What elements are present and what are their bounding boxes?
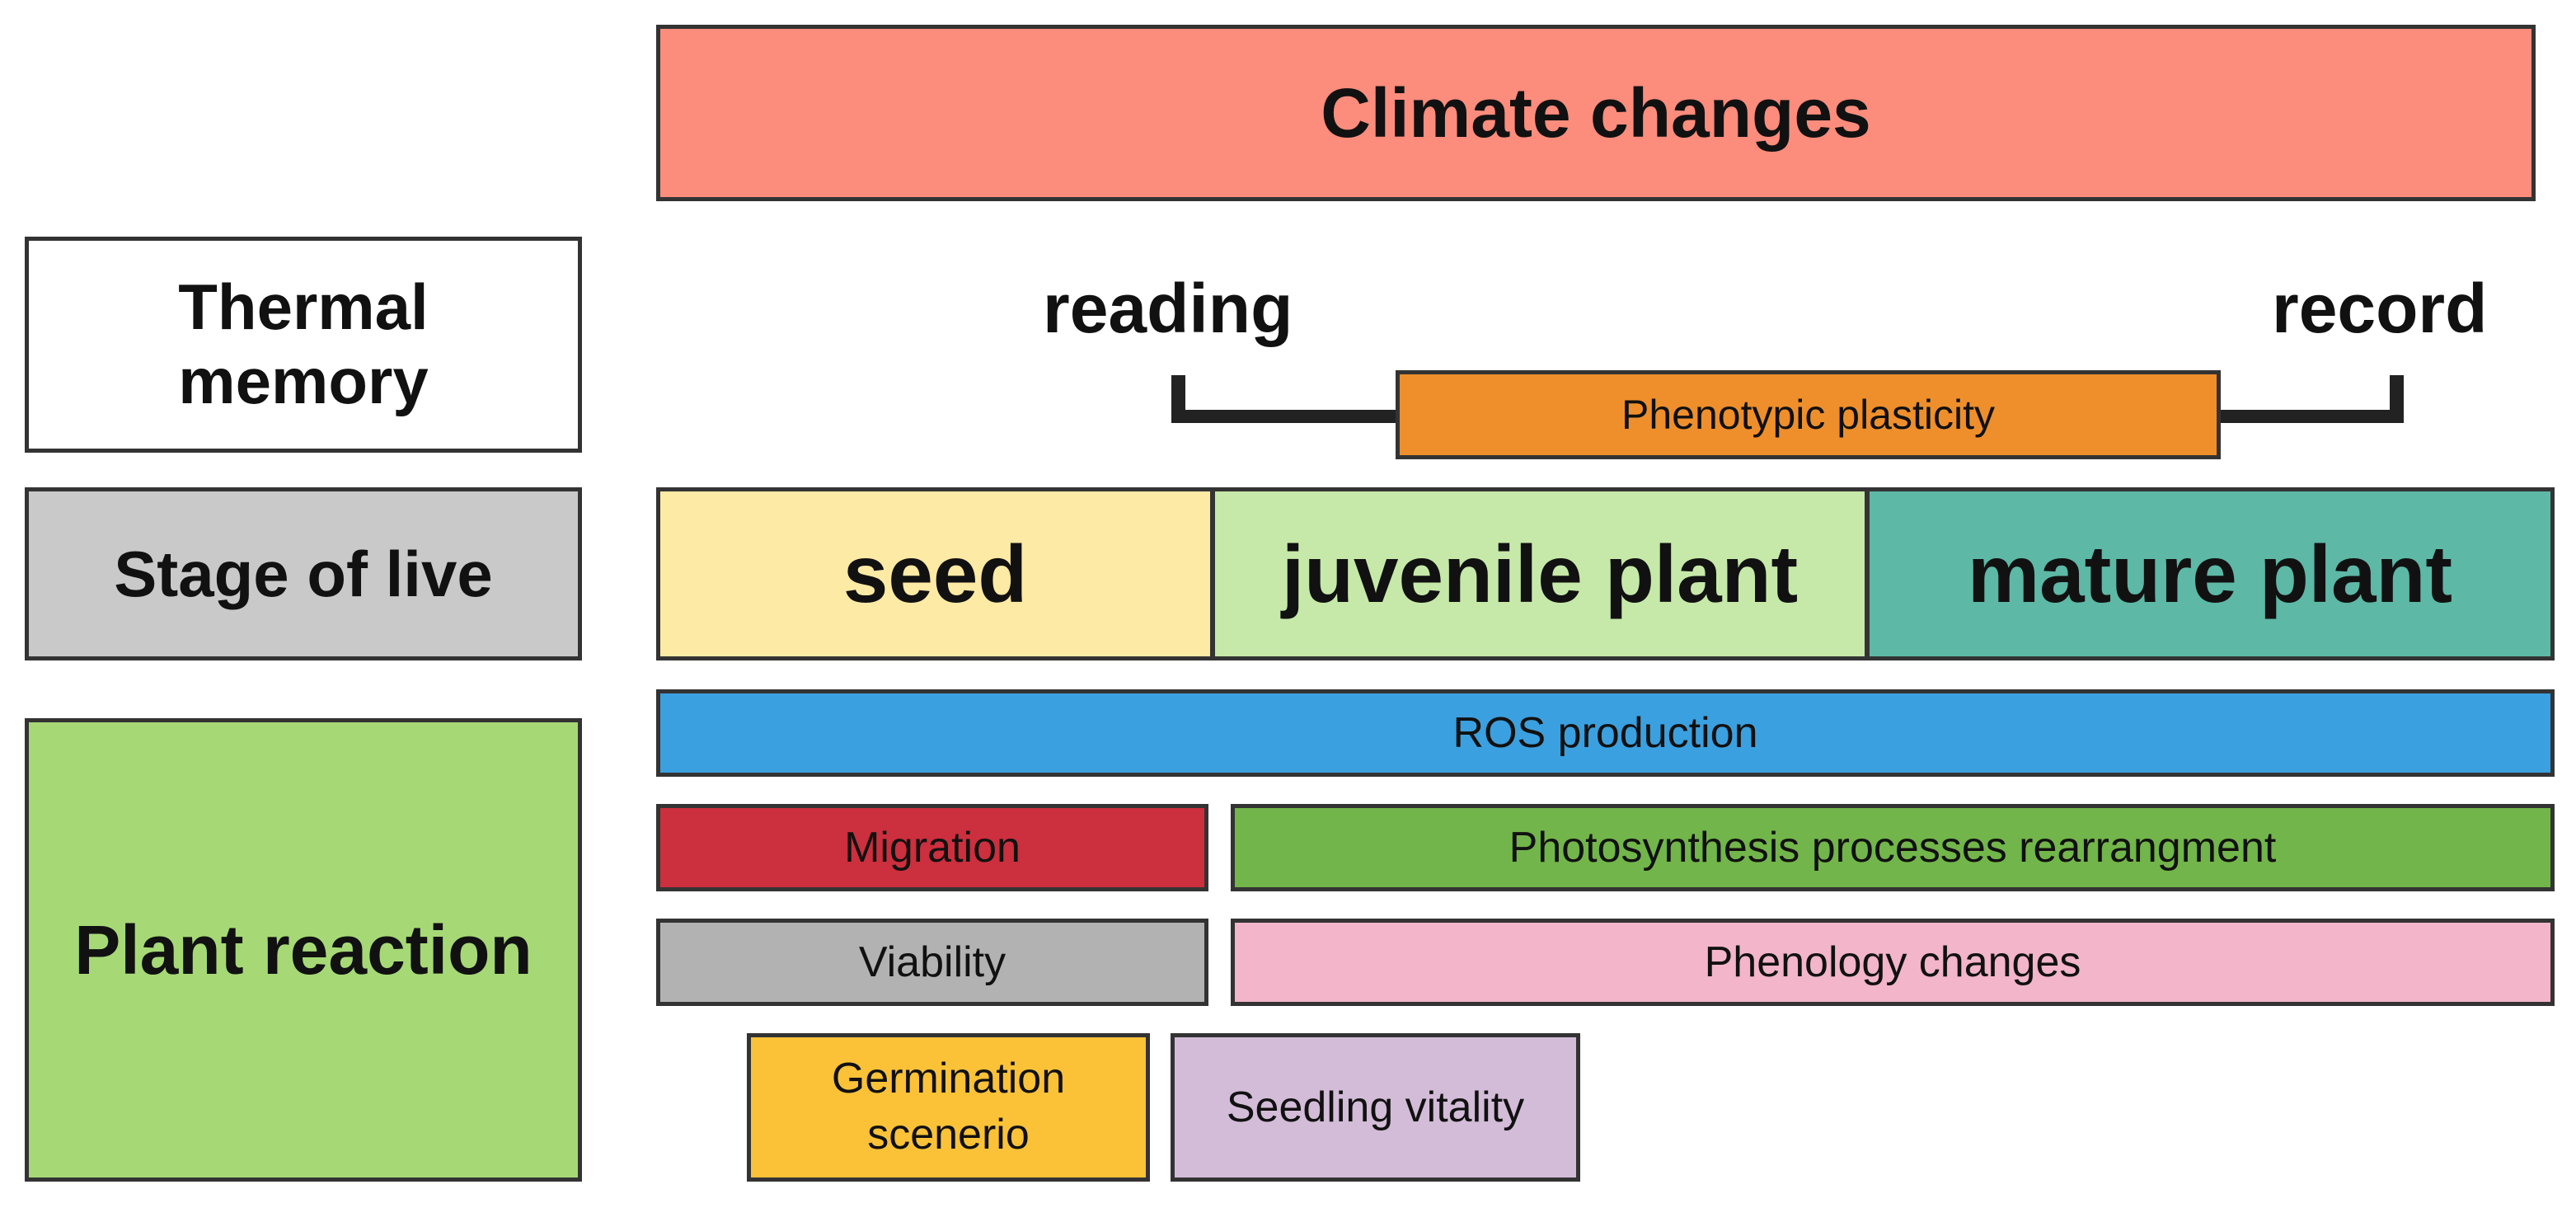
seedling-vitality-label: Seedling vitality bbox=[1226, 1083, 1525, 1131]
viability-label: Viability bbox=[858, 938, 1006, 986]
stage-seed-label: seed bbox=[842, 528, 1028, 619]
germination-label-line2: scenerio bbox=[867, 1111, 1030, 1159]
thermal-memory-box: Thermal memory bbox=[25, 237, 582, 453]
climate-changes-box: Climate changes bbox=[656, 25, 2536, 201]
migration-label: Migration bbox=[844, 824, 1021, 872]
germination-label-line1: Germination bbox=[831, 1055, 1066, 1103]
viability-box: Viability bbox=[656, 919, 1208, 1006]
stage-juvenile-plant: juvenile plant bbox=[1211, 487, 1869, 660]
stage-of-live-label: Stage of live bbox=[114, 537, 493, 610]
seedling-vitality-box: Seedling vitality bbox=[1171, 1033, 1580, 1182]
phenology-changes-label: Phenology changes bbox=[1704, 938, 2081, 986]
plant-reaction-box: Plant reaction bbox=[25, 718, 582, 1182]
record-label: record bbox=[2272, 270, 2488, 347]
phenotypic-plasticity-label: Phenotypic plasticity bbox=[1621, 392, 1995, 438]
stage-mature-plant-label: mature plant bbox=[1967, 528, 2453, 619]
stage-juvenile-plant-label: juvenile plant bbox=[1281, 528, 1799, 619]
migration-box: Migration bbox=[656, 804, 1208, 891]
phenotypic-plasticity-box: Phenotypic plasticity bbox=[1396, 370, 2221, 459]
bracket-right-tick bbox=[2390, 375, 2404, 423]
ros-production-box: ROS production bbox=[656, 689, 2555, 777]
stage-of-live-box: Stage of live bbox=[25, 487, 582, 660]
thermal-memory-label-line1: Thermal bbox=[178, 270, 429, 344]
photosynthesis-label: Photosynthesis processes rearrangment bbox=[1509, 824, 2277, 872]
photosynthesis-box: Photosynthesis processes rearrangment bbox=[1231, 804, 2555, 891]
climate-changes-label: Climate changes bbox=[1321, 73, 1871, 152]
plant-reaction-label: Plant reaction bbox=[74, 910, 533, 989]
ros-production-label: ROS production bbox=[1452, 709, 1758, 757]
reading-label: reading bbox=[1043, 270, 1293, 347]
bracket-right-line bbox=[2217, 410, 2404, 423]
bracket-left-line bbox=[1171, 410, 1402, 423]
germination-scenerio-box: Germination scenerio bbox=[747, 1033, 1150, 1182]
stage-mature-plant: mature plant bbox=[1865, 487, 2555, 660]
phenology-changes-box: Phenology changes bbox=[1231, 919, 2555, 1006]
stage-seed: seed bbox=[656, 487, 1214, 660]
thermal-memory-label-line2: memory bbox=[178, 345, 429, 417]
